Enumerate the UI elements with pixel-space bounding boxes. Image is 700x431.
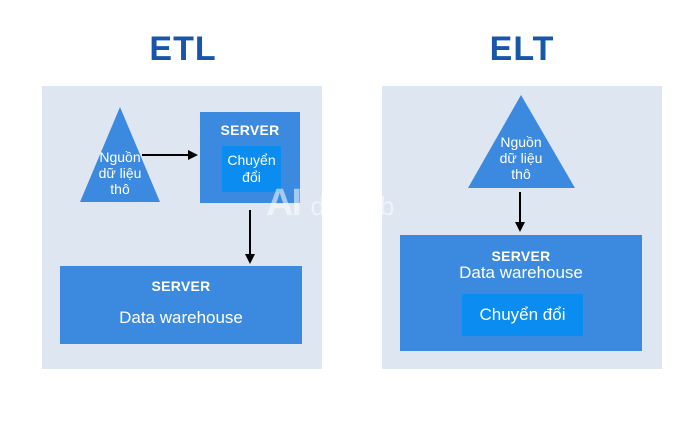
etl-server-bottom-label: SERVER <box>151 278 211 294</box>
elt-source-label: Nguồn dữ liệu thô <box>481 134 561 182</box>
etl-source-line3: thô <box>110 181 130 197</box>
watermark-logo: AI <box>266 182 302 224</box>
etl-warehouse-label: Data warehouse <box>119 308 243 327</box>
etl-source-line2: dữ liệu <box>98 165 142 181</box>
elt-source-triangle <box>468 95 575 188</box>
etl-transform-label: Chuyển đổi <box>227 152 276 185</box>
etl-title: ETL <box>149 30 217 68</box>
elt-transform-label: Chuyển đổi <box>479 305 566 324</box>
etl-server-bottom: SERVER Data warehouse <box>60 266 302 344</box>
etl-source-triangle <box>80 107 160 202</box>
elt-title: ELT <box>489 30 555 68</box>
elt-transform-box: Chuyển đổi <box>462 294 583 336</box>
elt-source-line2: dữ liệu <box>499 150 543 166</box>
watermark-text: digihub <box>310 191 395 221</box>
elt-server-label: SERVER <box>491 248 551 264</box>
elt-warehouse-label: Data warehouse <box>459 263 583 282</box>
elt-source-line3: thô <box>511 166 531 182</box>
etl-server-top-label: SERVER <box>220 122 280 138</box>
etl-transform-box: Chuyển đổi <box>222 146 281 192</box>
digihub-watermark: AI digihub <box>266 182 394 225</box>
etl-source-label: Nguồn dữ liệu thô <box>80 149 160 197</box>
elt-source-line1: Nguồn <box>500 134 542 150</box>
elt-server: SERVER Data warehouse <box>400 235 642 351</box>
etl-source-line1: Nguồn <box>99 149 141 165</box>
